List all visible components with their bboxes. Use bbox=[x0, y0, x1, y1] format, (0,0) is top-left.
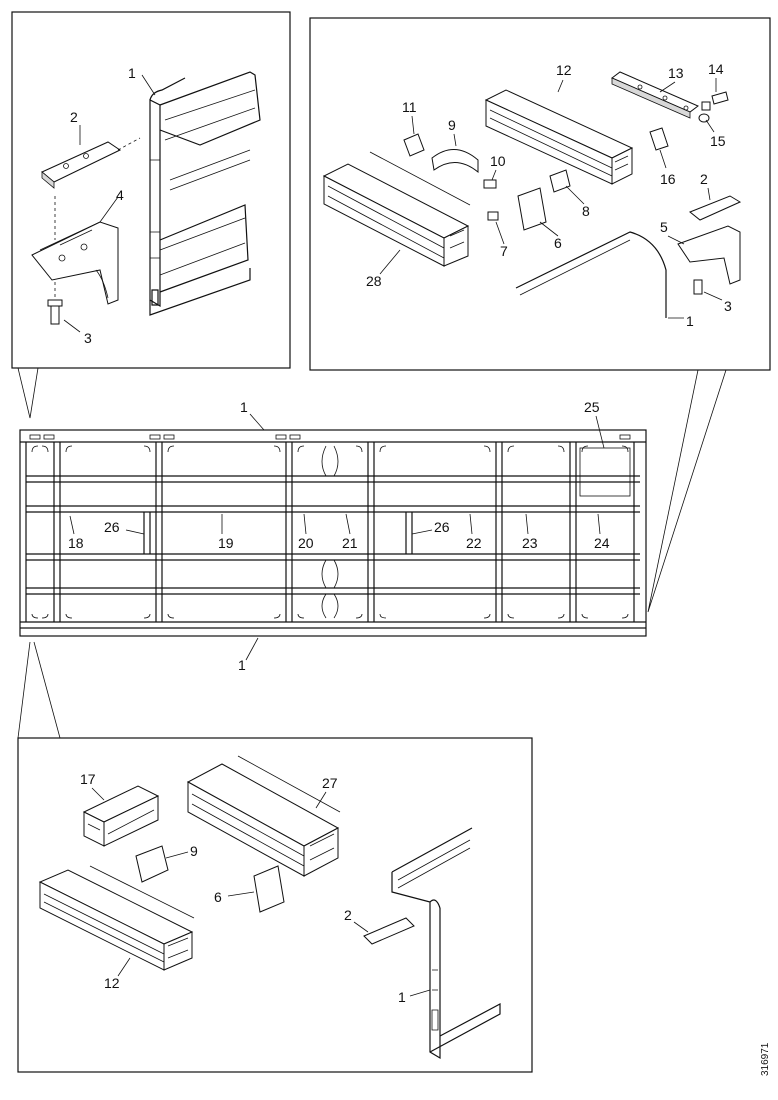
callout-3: 3 bbox=[84, 330, 92, 346]
callout-9: 9 bbox=[190, 843, 198, 859]
plate-8-drawing bbox=[549, 169, 571, 193]
bolt-drawing bbox=[47, 282, 63, 325]
callout-14: 14 bbox=[708, 61, 724, 77]
frame-member-1-drawing bbox=[515, 231, 667, 318]
top-left-detail-frame bbox=[11, 11, 291, 369]
frame-outline bbox=[19, 429, 647, 637]
bolt-7-drawing bbox=[487, 211, 499, 221]
callout-12: 12 bbox=[104, 975, 120, 991]
clip-16-drawing bbox=[649, 127, 669, 151]
callout-5: 5 bbox=[660, 219, 668, 235]
callout-2: 2 bbox=[344, 907, 352, 923]
frame-member-1-drawing bbox=[391, 827, 501, 1060]
bolt-10-drawing bbox=[483, 179, 497, 189]
section-17-drawing bbox=[82, 785, 160, 847]
bracket-drawing bbox=[31, 196, 119, 305]
callout-27: 27 bbox=[322, 775, 338, 791]
corner-label-25: 25 bbox=[584, 399, 600, 415]
shoe-9-drawing bbox=[431, 149, 479, 174]
plate-drawing bbox=[41, 137, 141, 189]
callout-4: 4 bbox=[116, 187, 124, 203]
frame-label-top: 1 bbox=[240, 399, 248, 415]
main-frame: 1 1 25 18 26 19 20 21 26 22 23 24 bbox=[19, 399, 647, 673]
rail-12-drawing bbox=[38, 865, 195, 971]
callout-17: 17 bbox=[80, 771, 96, 787]
callout-28: 28 bbox=[366, 273, 382, 289]
bay-label-23: 23 bbox=[522, 535, 538, 551]
callout-7: 7 bbox=[500, 243, 508, 259]
screw-14-drawing bbox=[701, 91, 729, 111]
rail-27-drawing bbox=[186, 755, 341, 877]
top-left-detail: 1 2 4 3 bbox=[11, 11, 291, 369]
callout-12: 12 bbox=[556, 62, 572, 78]
strip-13-drawing bbox=[611, 71, 699, 119]
detail-leaders bbox=[17, 367, 727, 739]
callout-1: 1 bbox=[398, 989, 406, 1005]
callout-15: 15 bbox=[710, 133, 726, 149]
rail-12-drawing bbox=[484, 89, 634, 185]
frame-member-drawing bbox=[149, 71, 261, 316]
bottom-detail-frame bbox=[17, 737, 533, 1073]
bay-label-19: 19 bbox=[218, 535, 234, 551]
bay-label-18: 18 bbox=[68, 535, 84, 551]
corner-gussets bbox=[31, 445, 629, 619]
top-right-detail: 12 13 14 11 9 10 15 16 2 8 28 6 5 7 3 1 bbox=[309, 17, 771, 371]
callout-6: 6 bbox=[554, 235, 562, 251]
bay-label-24: 24 bbox=[594, 535, 610, 551]
bracket-11-drawing bbox=[403, 133, 425, 157]
rail-28-drawing bbox=[322, 151, 471, 267]
bay-label-26b: 26 bbox=[434, 519, 450, 535]
angle-6-drawing bbox=[517, 187, 547, 231]
callout-3: 3 bbox=[724, 298, 732, 314]
bracket-5-drawing bbox=[677, 225, 741, 285]
callout-16: 16 bbox=[660, 171, 676, 187]
bay-label-26a: 26 bbox=[104, 519, 120, 535]
callout-8: 8 bbox=[582, 203, 590, 219]
drawing-ref-number: 316971 bbox=[760, 1042, 771, 1076]
callout-13: 13 bbox=[668, 65, 684, 81]
top-slots bbox=[29, 434, 631, 440]
callout-1: 1 bbox=[128, 65, 136, 81]
bay-label-21: 21 bbox=[342, 535, 358, 551]
callout-10: 10 bbox=[490, 153, 506, 169]
callout-11: 11 bbox=[402, 99, 417, 115]
top-right-detail-frame bbox=[309, 17, 771, 371]
callout-2: 2 bbox=[70, 109, 78, 125]
bay-label-22: 22 bbox=[466, 535, 482, 551]
callout-2: 2 bbox=[700, 171, 708, 187]
plate-2-drawing bbox=[363, 917, 415, 945]
bolt-3-drawing bbox=[693, 279, 703, 295]
bottom-detail: 17 27 9 6 12 2 1 bbox=[17, 737, 533, 1073]
vertical-posts bbox=[25, 442, 635, 622]
bay-label-20: 20 bbox=[298, 535, 314, 551]
plate-2-drawing bbox=[689, 195, 742, 221]
angle-6-drawing bbox=[253, 865, 285, 913]
bracket-9-drawing bbox=[135, 845, 169, 883]
callout-6: 6 bbox=[214, 889, 222, 905]
washer-15-drawing bbox=[698, 113, 710, 123]
callout-1: 1 bbox=[686, 313, 694, 329]
callout-9: 9 bbox=[448, 117, 456, 133]
frame-label-bottom: 1 bbox=[238, 657, 246, 673]
